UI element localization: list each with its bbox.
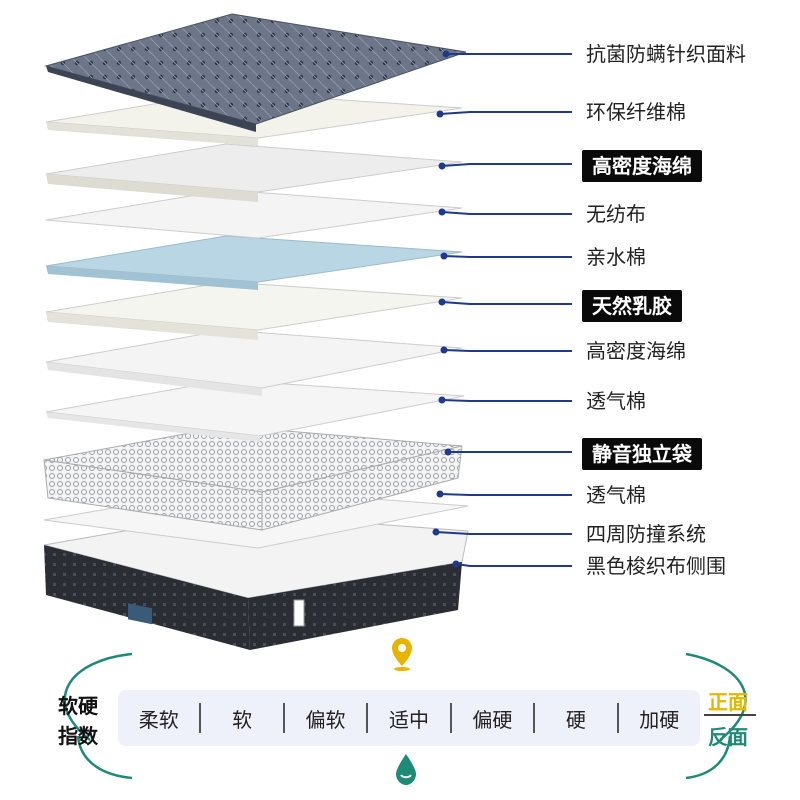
scale-separator <box>282 703 285 733</box>
scale-separator <box>366 703 369 733</box>
hardness-decor-arcs <box>63 652 747 780</box>
scale-separator <box>533 703 536 733</box>
layer-hd-foam-2 <box>45 329 463 396</box>
callout-dot-4 <box>440 252 448 260</box>
callout-line-2 <box>441 163 572 167</box>
layer-label-3: 无纺布 <box>586 202 646 226</box>
callout-dot-3 <box>438 208 446 216</box>
layer-label-5: 天然乳胶 <box>582 290 682 322</box>
callout-line-1 <box>439 111 572 115</box>
layer-pocket-springs <box>43 425 463 531</box>
callout-dot-1 <box>436 110 444 118</box>
layer-label-2: 高密度海绵 <box>582 150 702 182</box>
layer-air-cotton-1 <box>45 379 465 442</box>
hardness-level: 软 <box>232 707 253 732</box>
callout-dot-6 <box>440 346 448 354</box>
front-back-divider <box>704 714 756 716</box>
layer-label-10: 四周防撞系统 <box>586 522 706 546</box>
layer-label-6: 高密度海绵 <box>586 339 686 363</box>
hardness-level: 硬 <box>565 707 586 732</box>
layer-label-11: 黑色梭织布侧围 <box>586 554 726 578</box>
hardness-level: 适中 <box>388 707 429 732</box>
callout-dot-9 <box>436 490 444 498</box>
callout-line-5 <box>441 301 572 305</box>
callout-line-3 <box>441 211 572 215</box>
callout-line-7 <box>441 399 572 402</box>
callout-dot-7 <box>438 396 446 404</box>
callout-line-10 <box>435 531 572 535</box>
scale-separator <box>449 703 452 733</box>
callout-dot-2 <box>438 162 446 170</box>
layer-knit-fabric <box>44 13 467 132</box>
callout-dot-8 <box>444 448 452 456</box>
callout-dot-5 <box>438 298 446 306</box>
layer-label-8: 静音独立袋 <box>582 438 702 470</box>
callout-line-4 <box>443 255 572 258</box>
callout-line-6 <box>443 349 572 352</box>
callout-dot-10 <box>432 528 440 536</box>
front-side-label: 正面 <box>708 690 748 714</box>
scale-separator <box>616 703 619 733</box>
hardness-level: 加硬 <box>639 707 680 732</box>
location-pin-icon <box>392 638 412 671</box>
callout-dot-11 <box>452 560 460 568</box>
layer-label-9: 透气棉 <box>586 483 646 507</box>
water-drop-icon <box>396 754 416 785</box>
hardness-scale: 柔软 软 偏软 适中 偏硬 硬 加硬 <box>118 690 700 746</box>
hardness-level: 偏软 <box>305 707 346 732</box>
layer-hd-foam-1 <box>45 143 463 202</box>
scale-separator <box>199 703 202 733</box>
hardness-title-line1: 软硬 <box>58 694 98 718</box>
layer-label-0: 抗菌防螨针织面料 <box>586 42 746 66</box>
callout-line-9 <box>439 493 572 496</box>
layer-hydrophilic-cotton <box>45 235 463 290</box>
layer-label-4: 亲水棉 <box>586 245 646 269</box>
hardness-level: 偏硬 <box>472 707 513 732</box>
callout-dot-0 <box>442 50 450 58</box>
layer-label-1: 环保纤维棉 <box>586 100 686 124</box>
callout-line-11 <box>455 563 572 567</box>
layer-label-7: 透气棉 <box>586 389 646 413</box>
hardness-level: 柔软 <box>138 707 179 732</box>
hardness-title-line2: 指数 <box>58 724 98 748</box>
layer-nonwoven <box>45 189 463 239</box>
layer-latex <box>45 281 463 340</box>
back-side-label: 反面 <box>708 725 748 749</box>
